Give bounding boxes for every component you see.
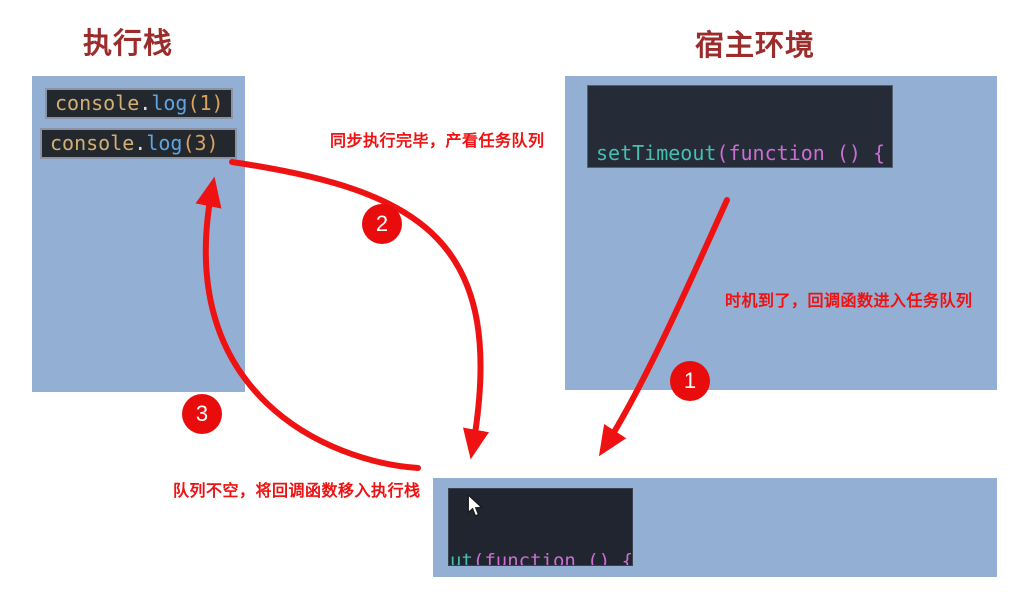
execution-stack-panel: console.log(1) console.log(3) [32, 76, 245, 392]
host-environment-title: 宿主环境 [694, 30, 815, 62]
settimeout-code-block: setTimeout(function () { console.log(2) … [587, 85, 893, 168]
execution-stack-title: 执行栈 [82, 28, 173, 60]
code-line: ut(function () { [450, 550, 633, 566]
step-2-label: 同步执行完毕，产看任务队列 [330, 133, 545, 150]
step-3-badge: 3 [182, 394, 222, 434]
step-1-badge: 1 [670, 361, 710, 401]
step-3-label: 队列不空，将回调函数移入执行栈 [173, 483, 421, 500]
code-line: setTimeout(function () { [596, 141, 885, 165]
step-2-badge: 2 [362, 204, 402, 244]
queued-callback-code-block: ut(function () { e.log(2) [448, 488, 633, 566]
task-queue-panel: ut(function () { e.log(2) [433, 478, 997, 577]
step-1-label: 时机到了，回调函数进入任务队列 [725, 293, 973, 310]
stack-frame-console-log-3: console.log(3) [40, 128, 237, 159]
host-environment-panel: setTimeout(function () { console.log(2) … [565, 76, 997, 390]
stack-frame-console-log-1: console.log(1) [45, 88, 233, 119]
arrow-stack-to-queue [229, 159, 489, 460]
